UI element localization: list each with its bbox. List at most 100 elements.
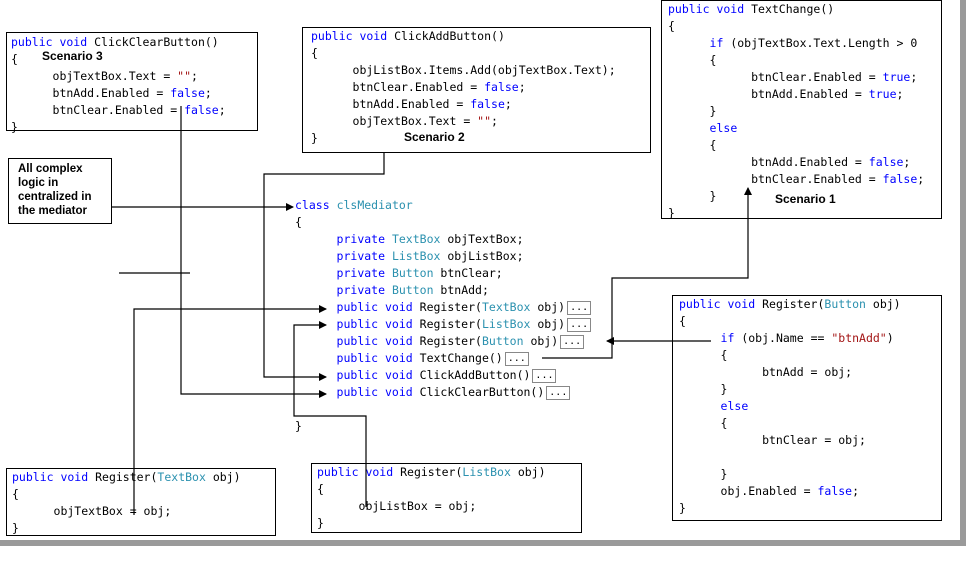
code-token: Button xyxy=(391,266,434,280)
code-token: objTextBox; xyxy=(440,232,524,246)
code-line: if (obj.Name == "btnAdd") xyxy=(679,330,894,347)
scenario-2-label: Scenario 2 xyxy=(404,130,465,144)
code-token: btnClear.Enabled = xyxy=(11,103,185,117)
code-token: Button xyxy=(824,297,866,311)
code-line: { xyxy=(668,52,717,69)
code-token: ; xyxy=(896,87,904,101)
code-line: { xyxy=(295,214,302,231)
collapsed-region[interactable]: ... xyxy=(532,369,557,383)
code-token: objTextBox = obj; xyxy=(12,504,172,518)
code-token: } xyxy=(317,516,324,530)
add-button-connector xyxy=(263,153,385,381)
code-token: private xyxy=(336,283,386,297)
scenario-1-label: Scenario 1 xyxy=(775,192,836,206)
code-token: btnAdd = obj; xyxy=(679,365,853,379)
click-add-button-code-box: public void ClickAddButton(){ objListBox… xyxy=(302,27,651,153)
code-line: { xyxy=(679,415,728,432)
collapsed-region[interactable]: ... xyxy=(546,386,571,400)
register-textbox-code-box: public void Register(TextBox obj){ objTe… xyxy=(6,468,276,536)
code-token: } xyxy=(295,419,302,433)
collapsed-region[interactable]: ... xyxy=(567,301,592,315)
code-token: (objTextBox.Text.Length > 0 xyxy=(723,36,918,50)
code-line: public void ClickClearButton() xyxy=(11,34,219,51)
code-token: } xyxy=(679,467,728,481)
code-token: public void xyxy=(336,368,413,382)
code-line: { xyxy=(12,486,19,503)
code-token: obj) xyxy=(865,297,901,311)
code-line: btnClear = obj; xyxy=(679,432,866,449)
code-line: btnAdd.Enabled = true; xyxy=(668,86,903,103)
collapsed-region[interactable]: ... xyxy=(504,352,529,366)
code-line: } xyxy=(679,500,686,517)
code-token: public void xyxy=(11,35,88,49)
code-line: } xyxy=(12,520,19,537)
code-line: } xyxy=(668,188,717,205)
code-token: { xyxy=(668,138,717,152)
code-token: ListBox xyxy=(462,465,511,479)
code-token: { xyxy=(679,314,686,328)
code-line: btnClear.Enabled = false; xyxy=(11,102,226,119)
code-token: ; xyxy=(491,114,498,128)
code-token: ClickAddButton() xyxy=(412,368,531,382)
code-token: obj.Enabled = xyxy=(679,484,818,498)
code-line: { xyxy=(679,347,728,364)
code-token: } xyxy=(668,206,675,220)
code-token: ; xyxy=(204,86,212,100)
code-line: public void ClickAddButton() xyxy=(311,28,505,45)
code-token: ) xyxy=(886,331,894,345)
code-token: false xyxy=(484,80,519,94)
code-line: } xyxy=(11,119,18,136)
code-line: objListBox.Items.Add(objTextBox.Text); xyxy=(311,62,616,79)
code-token: objTextBox.Text = xyxy=(11,69,178,83)
code-line: private TextBox objTextBox; xyxy=(295,231,524,248)
code-token: private xyxy=(336,266,386,280)
code-token: Register( xyxy=(412,300,482,314)
code-token: public void xyxy=(679,297,756,311)
code-line: } xyxy=(668,103,717,120)
mediator-class-code: class clsMediator{ private TextBox objTe… xyxy=(295,197,625,437)
code-token: } xyxy=(679,501,686,515)
code-line: { xyxy=(668,137,717,154)
code-token: public void xyxy=(336,300,413,314)
code-token: ; xyxy=(504,97,512,111)
code-token: public void xyxy=(336,317,413,331)
code-token: TextBox xyxy=(157,470,206,484)
code-line: public void Register(Button obj) xyxy=(679,296,901,313)
text-change-code-box: public void TextChange(){ if (objTextBox… xyxy=(661,0,942,220)
code-token: { xyxy=(11,52,18,66)
code-line: public void ClickClearButton()... xyxy=(295,384,571,401)
code-token: Register( xyxy=(393,465,463,479)
code-token: Register( xyxy=(755,297,825,311)
code-line: } xyxy=(295,418,302,435)
code-token: Button xyxy=(481,334,524,348)
code-line: private Button btnClear; xyxy=(295,265,503,282)
code-token: "btnAdd" xyxy=(831,331,887,345)
code-token: { xyxy=(317,482,324,496)
code-line: } xyxy=(311,130,318,147)
code-token: clsMediator xyxy=(336,198,413,212)
code-token: btnClear.Enabled = xyxy=(668,70,883,84)
code-token: btnClear; xyxy=(433,266,503,280)
code-token: public void xyxy=(311,29,388,43)
code-line: else xyxy=(668,120,738,137)
code-token: public void xyxy=(12,470,89,484)
code-line: } xyxy=(317,515,324,532)
code-token: TextChange() xyxy=(744,2,835,16)
code-line: if (objTextBox.Text.Length > 0 xyxy=(668,35,918,52)
code-line: btnClear.Enabled = false; xyxy=(311,79,526,96)
code-line: public void Register(ListBox obj)... xyxy=(295,316,592,333)
code-token: btnAdd.Enabled = xyxy=(11,86,171,100)
code-token: } xyxy=(311,131,318,145)
code-line: btnAdd.Enabled = false; xyxy=(11,85,212,102)
code-line: } xyxy=(679,466,728,483)
collapsed-region[interactable]: ... xyxy=(560,335,585,349)
code-token: true xyxy=(882,70,911,84)
code-token: } xyxy=(11,120,18,134)
code-line: public void Register(Button obj)... xyxy=(295,333,585,350)
code-token: ClickClearButton() xyxy=(412,385,545,399)
code-token: Button xyxy=(391,283,434,297)
collapsed-region[interactable]: ... xyxy=(567,318,592,332)
code-token: objTextBox.Text = xyxy=(311,114,478,128)
code-token: { xyxy=(12,487,19,501)
code-token: { xyxy=(295,215,302,229)
